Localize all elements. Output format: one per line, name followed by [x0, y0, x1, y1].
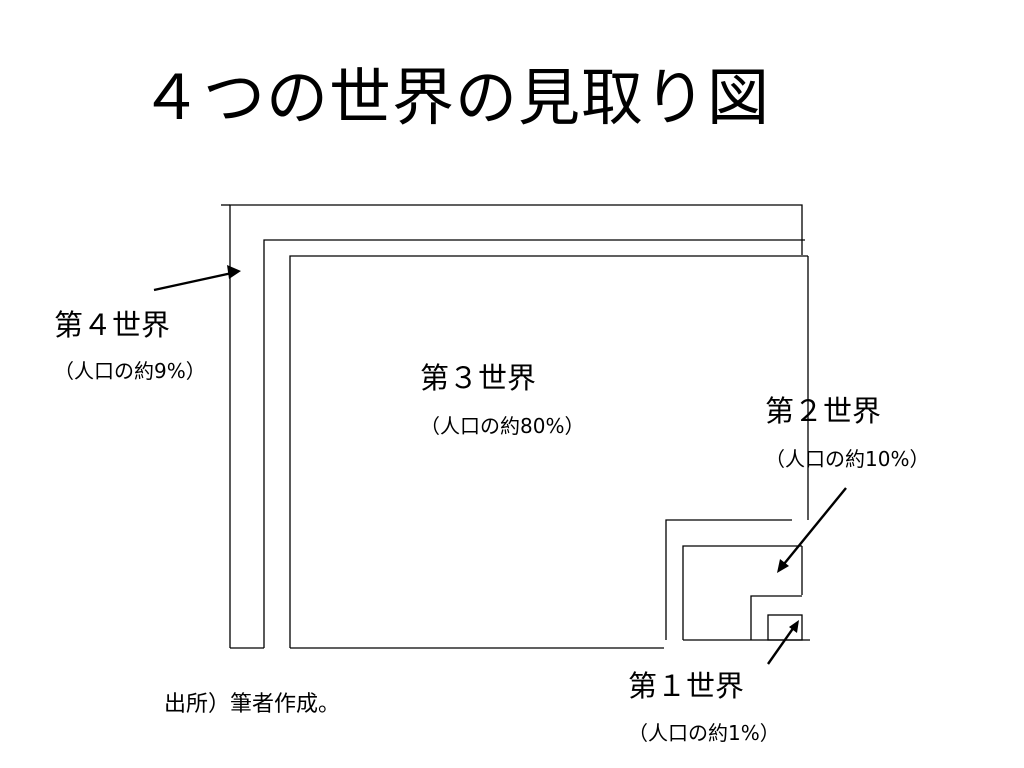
world4-frame [229, 204, 803, 648]
world3-frame [289, 255, 808, 648]
world1-name: 第１世界 [628, 669, 745, 703]
world2-outer-frame [665, 519, 792, 640]
world1-population: （人口の約1%） [628, 721, 780, 745]
slide-title: ４つの世界の見取り図 [140, 61, 771, 134]
world1-arrowhead [789, 620, 799, 633]
world4-population: （人口の約9%） [54, 359, 206, 383]
world3-population: （人口の約80%） [420, 414, 585, 438]
world2-name: 第２世界 [765, 394, 882, 428]
world4-name: 第４世界 [54, 308, 171, 342]
world4-arrow [153, 271, 233, 292]
world2-population: （人口の約10%） [765, 447, 930, 471]
world3-outer-frame [263, 239, 805, 648]
source-note: 出所）筆者作成。 [164, 692, 341, 717]
world1-arrow [767, 626, 795, 665]
world3-label: 第３世界 （人口の約80%） [420, 360, 584, 439]
world3-name: 第３世界 [420, 361, 537, 395]
world2-frame [682, 545, 802, 640]
world2-arrowhead [777, 559, 789, 573]
world2-label: 第２世界 （人口の約10%） [765, 393, 929, 472]
world1-label: 第１世界 （人口の約1%） [628, 668, 780, 746]
world1-outer-frame [750, 595, 802, 640]
world4-label: 第４世界 （人口の約9%） [54, 307, 206, 384]
world4-arrowhead [227, 265, 241, 279]
world2-arrow [783, 487, 847, 565]
